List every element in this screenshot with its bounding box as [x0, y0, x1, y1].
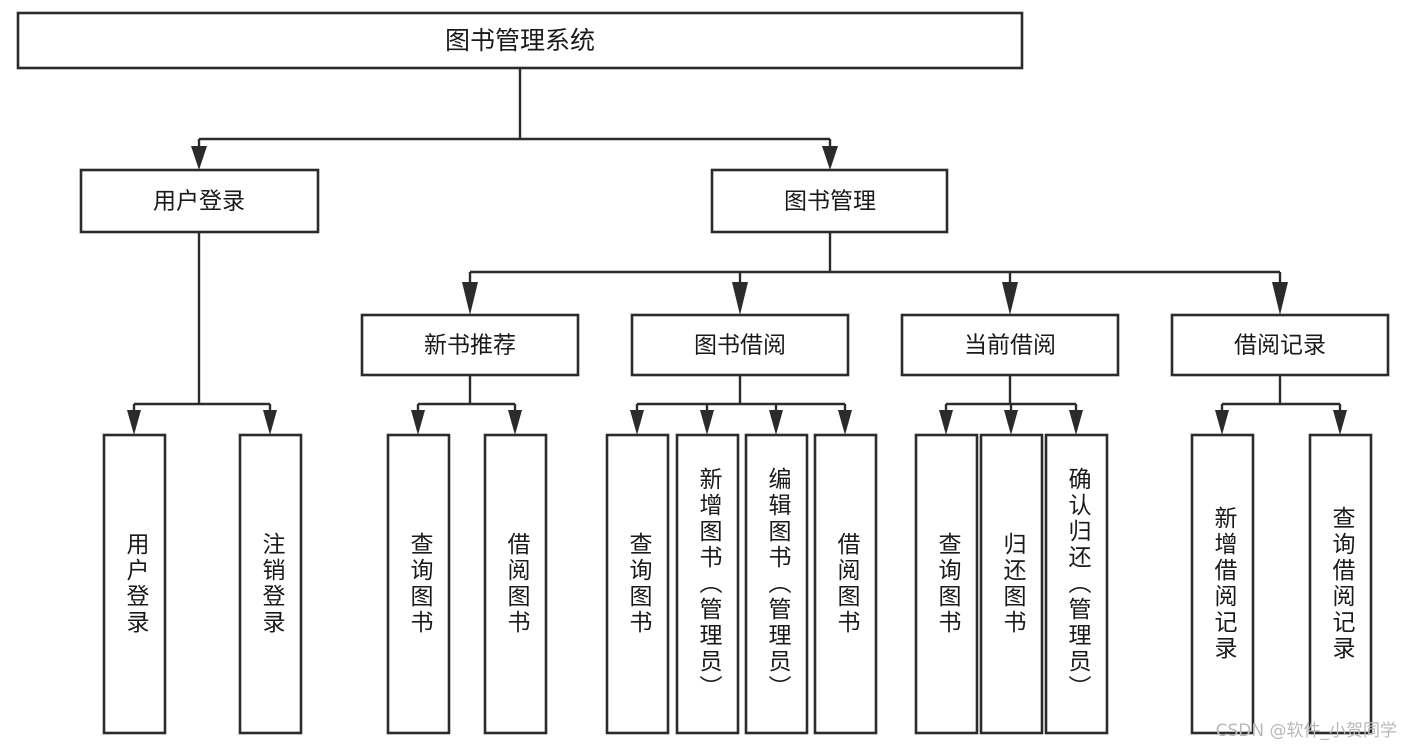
node-leaf-edit-book-box[interactable] — [744, 433, 809, 735]
watermark-text: CSDN @软件_小贺同学 — [1215, 721, 1397, 741]
node-leaf-return-book-box[interactable] — [979, 433, 1044, 735]
arrow-head-leaf-user-login — [127, 410, 141, 435]
arrow-head-book-management — [822, 146, 838, 170]
arrow-head-leaf-confirm-return — [1069, 410, 1083, 435]
node-new-book-recommend[interactable]: 新书推荐 — [360, 313, 580, 377]
node-borrow-record[interactable]: 借阅记录 — [1170, 313, 1390, 377]
connector-group — [127, 68, 1347, 435]
node-root-label: 图书管理系统 — [445, 26, 595, 55]
arrow-head-leaf-borrow-book-2 — [838, 410, 852, 435]
node-user-login[interactable]: 用户登录 — [79, 168, 320, 234]
arrow-head-leaf-add-book — [700, 410, 714, 435]
arrow-head-leaf-add-record — [1215, 410, 1229, 435]
node-leaf-logout-box[interactable] — [238, 433, 303, 735]
node-leaf-query-book-1-box[interactable] — [386, 433, 451, 735]
node-current-borrow[interactable]: 当前借阅 — [900, 313, 1120, 377]
node-leaf-confirm-return-box[interactable] — [1044, 433, 1109, 735]
node-user-login-label: 用户登录 — [153, 189, 245, 215]
arrow-head-leaf-return-book — [1004, 410, 1018, 435]
node-leaf-query-book-2-box[interactable] — [605, 433, 670, 735]
arrow-head-borrow-record — [1272, 282, 1288, 315]
arrow-head-leaf-edit-book — [769, 410, 783, 435]
arrow-head-new-book — [462, 282, 478, 315]
node-book-borrow-label: 图书借阅 — [694, 333, 786, 359]
node-current-borrow-box[interactable] — [900, 313, 1120, 377]
node-new-book-recommend-label: 新书推荐 — [424, 333, 516, 359]
node-leaf-user-login-box[interactable] — [102, 433, 167, 735]
node-root[interactable]: 图书管理系统 — [16, 11, 1024, 70]
node-book-management-label: 图书管理 — [784, 189, 876, 215]
arrow-head-leaf-query-book-2 — [630, 410, 644, 435]
node-leaf-add-book-box[interactable] — [675, 433, 740, 735]
node-leaf-borrow-book-2-box[interactable] — [813, 433, 878, 735]
arrow-head-leaf-query-book-3 — [939, 410, 953, 435]
arrow-head-leaf-query-record — [1333, 410, 1347, 435]
node-new-book-recommend-box[interactable] — [360, 313, 580, 377]
node-current-borrow-label: 当前借阅 — [964, 333, 1056, 359]
arrow-head-leaf-logout — [263, 410, 277, 435]
node-borrow-record-label: 借阅记录 — [1234, 333, 1326, 359]
leaf-box-group — [102, 433, 1373, 735]
arrow-head-book-borrow — [732, 282, 748, 315]
node-root-box[interactable] — [16, 11, 1024, 70]
arrow-head-leaf-query-book-1 — [411, 410, 425, 435]
arrow-head-leaf-borrow-book-1 — [508, 410, 522, 435]
node-leaf-borrow-book-1-box[interactable] — [483, 433, 548, 735]
node-borrow-record-box[interactable] — [1170, 313, 1390, 377]
node-leaf-query-record-box[interactable] — [1308, 433, 1373, 735]
node-user-login-box[interactable] — [79, 168, 320, 234]
arrow-head-current-borrow — [1002, 282, 1018, 315]
node-book-management[interactable]: 图书管理 — [710, 168, 949, 234]
node-book-management-box[interactable] — [710, 168, 949, 234]
node-leaf-query-book-3-box[interactable] — [914, 433, 979, 735]
arrow-head-user-login — [191, 146, 207, 170]
node-book-borrow-box[interactable] — [630, 313, 850, 377]
node-book-borrow[interactable]: 图书借阅 — [630, 313, 850, 377]
node-leaf-add-record-box[interactable] — [1190, 433, 1255, 735]
